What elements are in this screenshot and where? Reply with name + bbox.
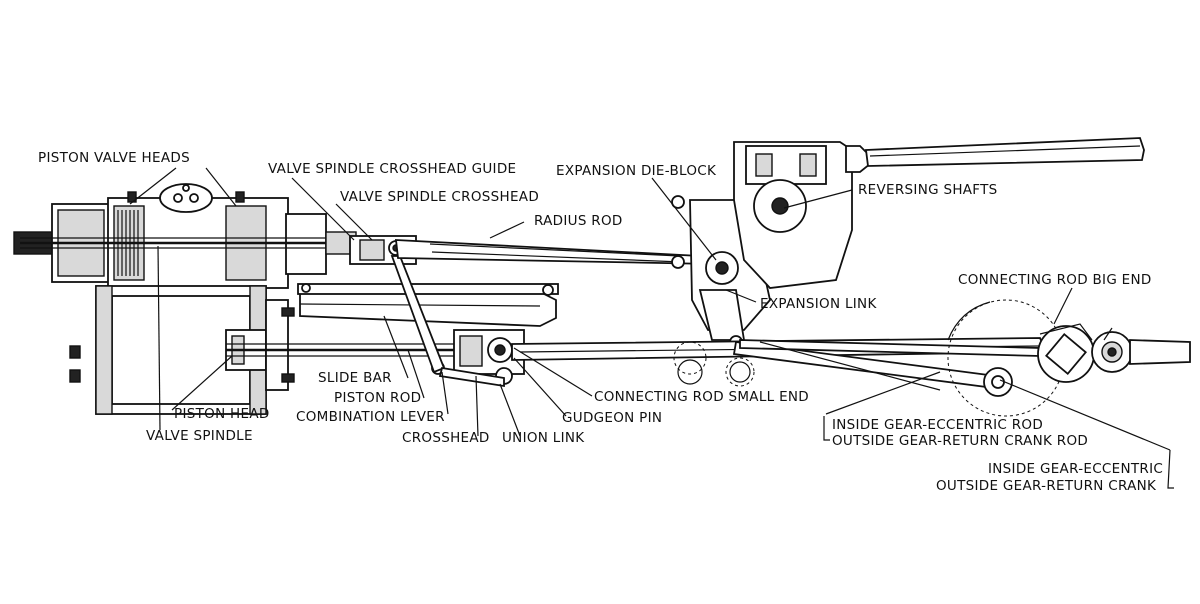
label-union-link: UNION LINK [502,430,585,446]
label-crosshead: CROSSHEAD [402,430,490,446]
label-valve-spindle-crosshead-guide: VALVE SPINDLE CROSSHEAD GUIDE [268,161,517,177]
label-piston-head: PISTON HEAD [174,406,270,422]
label-valve-spindle-crosshead: VALVE SPINDLE CROSSHEAD [340,189,540,205]
label-inside-gear-eccentric: INSIDE GEAR-ECCENTRIC [988,461,1164,477]
valve-chest [13,183,357,289]
label-piston-rod: PISTON ROD [334,390,422,406]
label-expansion-die-block: EXPANSION DIE-BLOCK [556,163,717,179]
label-radius-rod: RADIUS ROD [534,213,623,229]
label-piston-valve-heads: PISTON VALVE HEADS [38,150,190,166]
radius-rod-drawn [394,239,715,265]
label-gudgeon-pin: GUDGEON PIN [562,410,663,426]
label-outside-gear-return-crank-rod: OUTSIDE GEAR-RETURN CRANK ROD [832,433,1089,449]
label-slide-bar: SLIDE BAR [318,370,392,386]
expansion-link-assembly [671,195,771,349]
label-reversing-shafts: REVERSING SHAFTS [858,182,998,198]
label-connecting-rod-small-end: CONNECTING ROD SMALL END [594,389,809,405]
label-inside-gear-eccentric-rod: INSIDE GEAR-ECCENTRIC ROD [832,417,1044,433]
label-valve-spindle: VALVE SPINDLE [146,428,253,444]
leader-lines [129,167,1174,489]
crank-assembly [947,299,1191,417]
label-expansion-link: EXPANSION LINK [760,296,877,312]
label-connecting-rod-big-end: CONNECTING ROD BIG END [958,272,1152,288]
crosshead-assembly [431,329,525,385]
pivot-outlines [673,341,755,387]
label-combination-lever: COMBINATION LEVER [296,409,445,425]
reversing-shaft-housing [733,137,1145,289]
label-outside-gear-return-crank: OUTSIDE GEAR-RETURN CRANK [936,478,1157,494]
